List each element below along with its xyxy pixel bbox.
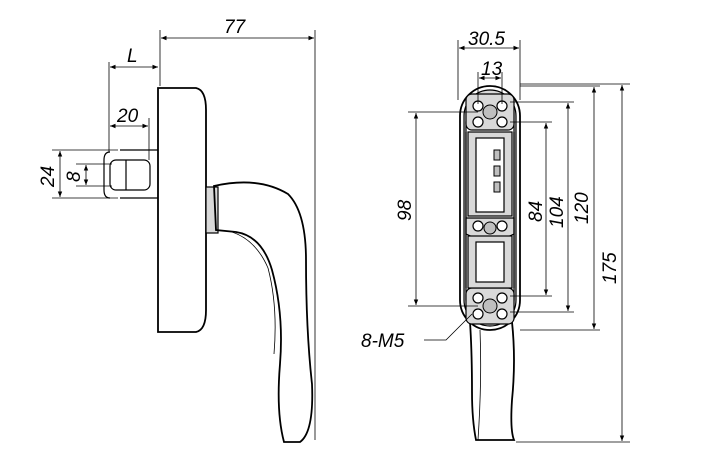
lower-mechanism bbox=[467, 235, 513, 289]
handle-lever-front bbox=[469, 321, 516, 441]
dim-175-text: 175 bbox=[600, 252, 621, 284]
dim-84-text: 84 bbox=[526, 201, 547, 222]
dim-77-text: 77 bbox=[224, 17, 247, 38]
dim-30-5-text: 30.5 bbox=[468, 29, 505, 50]
dim-13-text: 13 bbox=[481, 59, 503, 80]
dim-24-text: 24 bbox=[38, 166, 59, 188]
screw-callout: 8-M5 bbox=[361, 313, 473, 352]
dim-overall-height: 175 bbox=[516, 83, 630, 443]
dim-120-text: 120 bbox=[572, 192, 593, 224]
dim-104-text: 104 bbox=[547, 196, 568, 228]
rose-plate-side bbox=[157, 87, 207, 333]
spindle bbox=[103, 149, 158, 199]
dim-rose-width: 30.5 bbox=[457, 29, 521, 100]
callout-8-m5-text: 8-M5 bbox=[361, 331, 405, 352]
dim-98-text: 98 bbox=[395, 199, 416, 221]
rose-outline bbox=[459, 85, 521, 331]
dim-20-text: 20 bbox=[116, 106, 139, 127]
dim-hole-spacing: 13 bbox=[477, 59, 503, 104]
dim-L-text: L bbox=[127, 46, 138, 67]
dim-spindle-base: 20 bbox=[110, 106, 150, 160]
dim-height-104: 104 bbox=[510, 101, 574, 313]
dim-spindle-square: 8 bbox=[64, 163, 112, 187]
front-view: 30.5 13 98 84 104 bbox=[361, 29, 630, 443]
upper-mechanism bbox=[467, 131, 513, 217]
dim-rose-height: 24 bbox=[38, 149, 118, 199]
dim-height-84: 84 bbox=[510, 121, 552, 297]
side-view: 77 L 20 24 8 bbox=[38, 17, 316, 443]
dim-8-text: 8 bbox=[64, 171, 85, 182]
bottom-screw-block bbox=[465, 287, 515, 325]
dim-height-98: 98 bbox=[395, 111, 478, 307]
dim-overall-length: 77 bbox=[159, 17, 316, 440]
dim-spindle-length: L bbox=[108, 46, 158, 152]
handle-lever-side bbox=[213, 181, 314, 443]
dim-height-120: 120 bbox=[520, 85, 600, 331]
spindle-hub bbox=[465, 217, 515, 241]
